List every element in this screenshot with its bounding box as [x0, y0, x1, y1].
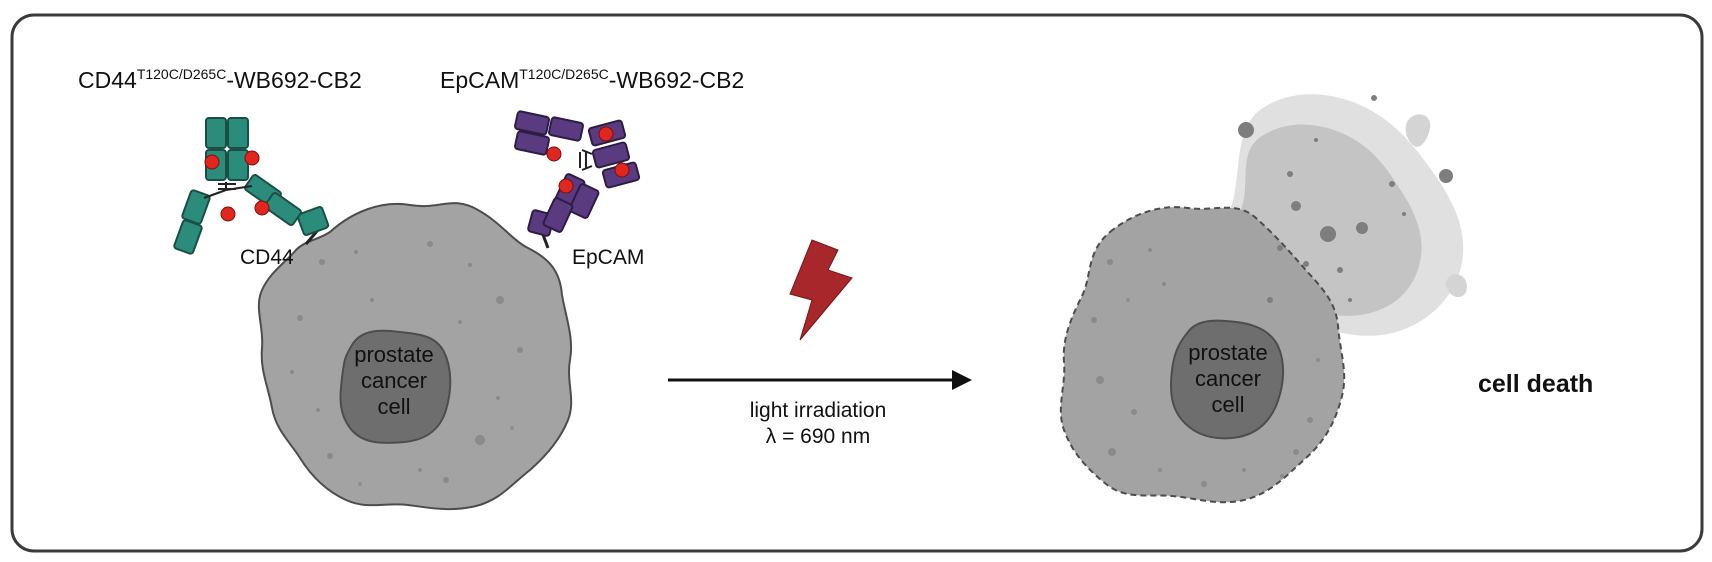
- cell-death-label: cell death: [1478, 370, 1594, 398]
- cd44-antibody: [173, 117, 302, 255]
- wavelength-text: λ = 690 nm: [765, 425, 871, 448]
- cd44-receptor: [296, 206, 330, 245]
- right-nucleus: [1170, 319, 1284, 440]
- epcam-antibody-title: EpCAMT120C/D265C-WB692-CB2: [440, 66, 745, 93]
- epcam-antigen-label: EpCAM: [572, 246, 645, 269]
- cd44-antibody-title: CD44T120C/D265C-WB692-CB2: [78, 66, 362, 93]
- left-cell-speckles: [290, 241, 523, 486]
- debris-droplet-2: [1445, 274, 1467, 298]
- cd44-photosensitizers: [204, 150, 270, 222]
- epcam-photosensitizers: [546, 126, 630, 194]
- left-nucleus: [339, 329, 452, 444]
- epcam-antibody: [514, 110, 641, 233]
- lightning-bolt-icon: [789, 239, 853, 341]
- cd44-antigen-label: CD44: [240, 246, 294, 269]
- light-irradiation-text: light irradiation: [749, 399, 887, 422]
- right-cell-speckles: [1091, 248, 1320, 487]
- light-irradiation-label: light irradiation λ = 690 nm: [728, 398, 908, 450]
- debris-droplet: [1405, 114, 1431, 147]
- cd44-receptor-block: [296, 206, 330, 236]
- reaction-arrow: [668, 370, 972, 390]
- debris-particles: [1238, 95, 1453, 303]
- left-cancer-cell: [257, 202, 573, 511]
- right-cancer-cell: [1059, 206, 1346, 504]
